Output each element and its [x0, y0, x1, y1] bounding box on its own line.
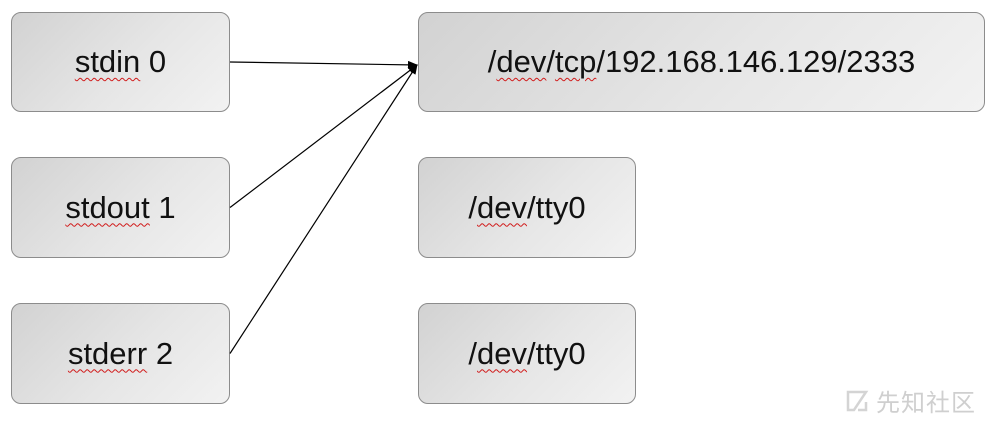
target-tcp-dev: dev	[496, 44, 547, 79]
source-box-stdout: stdout 1	[11, 157, 230, 258]
target-label-tty-b: /dev/tty0	[468, 336, 585, 372]
target-tcp-slash-1: /	[487, 44, 497, 79]
target-label-tty-a: /dev/tty0	[468, 190, 585, 226]
arrow-stdout-to-tcp	[229, 64, 418, 208]
source-box-stderr: stderr 2	[11, 303, 230, 404]
watermark: 先知社区	[844, 383, 976, 418]
target-box-tcp: /dev/tcp/192.168.146.129/2333	[418, 12, 985, 112]
source-box-stdin: stdin 0	[11, 12, 230, 112]
target-tcp-address: /192.168.146.129/2333	[596, 44, 916, 79]
xianzhi-logo-icon	[846, 390, 869, 411]
arrow-stderr-to-tcp	[229, 64, 418, 354]
target-tty-b-device: /tty0	[527, 335, 586, 371]
source-word-stdin: stdin	[74, 44, 141, 79]
source-num-stdin: 0	[148, 44, 167, 79]
target-tty-b-dev: dev	[477, 335, 527, 371]
target-label-tcp: /dev/tcp/192.168.146.129/2333	[488, 44, 916, 80]
source-num-stderr: 2	[155, 335, 174, 371]
source-label-stdout: stdout 1	[65, 190, 175, 226]
source-word-stdout: stdout	[65, 189, 150, 225]
source-word-stderr: stderr	[67, 335, 148, 371]
source-label-stderr: stderr 2	[68, 336, 173, 372]
target-tty-a-dev: dev	[477, 189, 527, 225]
watermark-text: 先知社区	[876, 389, 976, 417]
target-tcp-proto: tcp	[554, 44, 597, 79]
arrow-stdin-to-tcp	[229, 60, 418, 69]
source-label-stdin: stdin 0	[75, 44, 166, 80]
target-box-tty-b: /dev/tty0	[418, 303, 636, 404]
target-tty-b-slash: /	[468, 335, 478, 371]
target-tty-a-slash: /	[468, 189, 478, 225]
target-box-tty-a: /dev/tty0	[418, 157, 636, 258]
target-tty-a-device: /tty0	[527, 189, 586, 225]
source-num-stdout: 1	[158, 189, 176, 225]
target-tcp-slash-2: /	[546, 44, 555, 79]
